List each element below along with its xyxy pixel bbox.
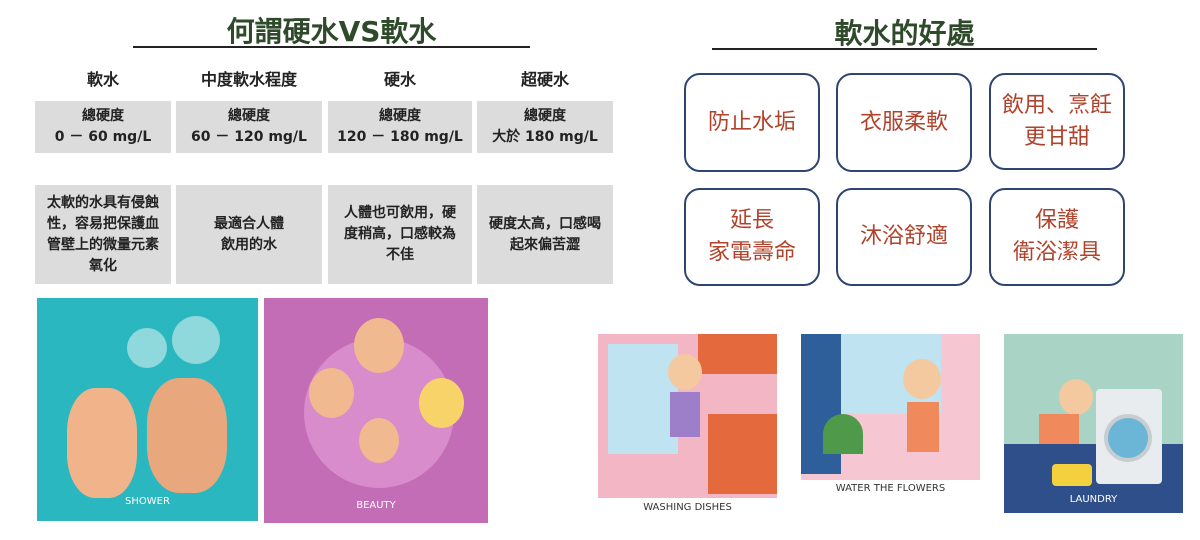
note-cell: 太軟的水具有侵蝕性，容易把保護血管壁上的微量元素氧化 (35, 185, 171, 284)
laundry-illustration: LAUNDRY (1004, 334, 1183, 513)
hardness-range: 0 － 60 mg/L (54, 129, 152, 145)
column-header: 超硬水 (520, 70, 569, 89)
image-caption: WATER THE FLOWERS (835, 483, 946, 494)
note-cell: 最適合人體飲用的水 (176, 185, 322, 284)
image-caption: SHOWER (125, 496, 170, 507)
note-cell: 硬度太高，口感喝起來偏苦澀 (477, 185, 613, 284)
beauty-illustration: BEAUTY (264, 298, 488, 523)
right-title-underline (712, 48, 1097, 50)
hardness-cell: 總硬度 0 － 60 mg/L (35, 101, 171, 153)
right-title: 軟水的好處 (834, 17, 975, 50)
hardness-cell: 總硬度大於 180 mg/L (477, 101, 613, 153)
hardness-label: 總硬度 (524, 108, 566, 124)
hardness-label: 總硬度 (228, 108, 270, 124)
image-caption: WASHING DISHES (643, 502, 732, 513)
hardness-cell: 總硬度 60 － 120 mg/L (176, 101, 322, 153)
column-header: 軟水 (86, 70, 119, 89)
hardness-range: 120 － 180 mg/L (337, 129, 463, 145)
benefit-card: 延長 家電壽命 (684, 188, 820, 286)
benefit-card: 衣服柔軟 (836, 73, 972, 172)
water-flowers-illustration: WATER THE FLOWERS (801, 334, 980, 496)
note-cell: 人體也可飲用，硬度稍高，口感較為不佳 (328, 185, 472, 284)
column-header: 中度軟水程度 (200, 70, 297, 89)
hardness-label: 總硬度 (82, 108, 124, 124)
benefit-card: 保護 衛浴潔具 (989, 188, 1125, 286)
benefit-card: 防止水垢 (684, 73, 820, 172)
hardness-range: 60 － 120 mg/L (191, 129, 307, 145)
image-caption: LAUNDRY (1069, 494, 1118, 505)
column-header: 硬水 (383, 70, 416, 89)
left-title-underline (133, 46, 530, 48)
left-title: 何謂硬水VS軟水 (226, 15, 437, 48)
washing-dishes-illustration: WASHING DISHES (598, 334, 777, 516)
hardness-range: 大於 180 mg/L (492, 129, 598, 145)
benefit-card: 飲用、烹飪 更甘甜 (989, 73, 1125, 170)
image-caption: BEAUTY (356, 500, 396, 511)
hardness-label: 總硬度 (379, 108, 421, 124)
benefit-card: 沐浴舒適 (836, 188, 972, 286)
hardness-cell: 總硬度 120 － 180 mg/L (328, 101, 472, 153)
shower-illustration: SHOWER (37, 298, 258, 521)
